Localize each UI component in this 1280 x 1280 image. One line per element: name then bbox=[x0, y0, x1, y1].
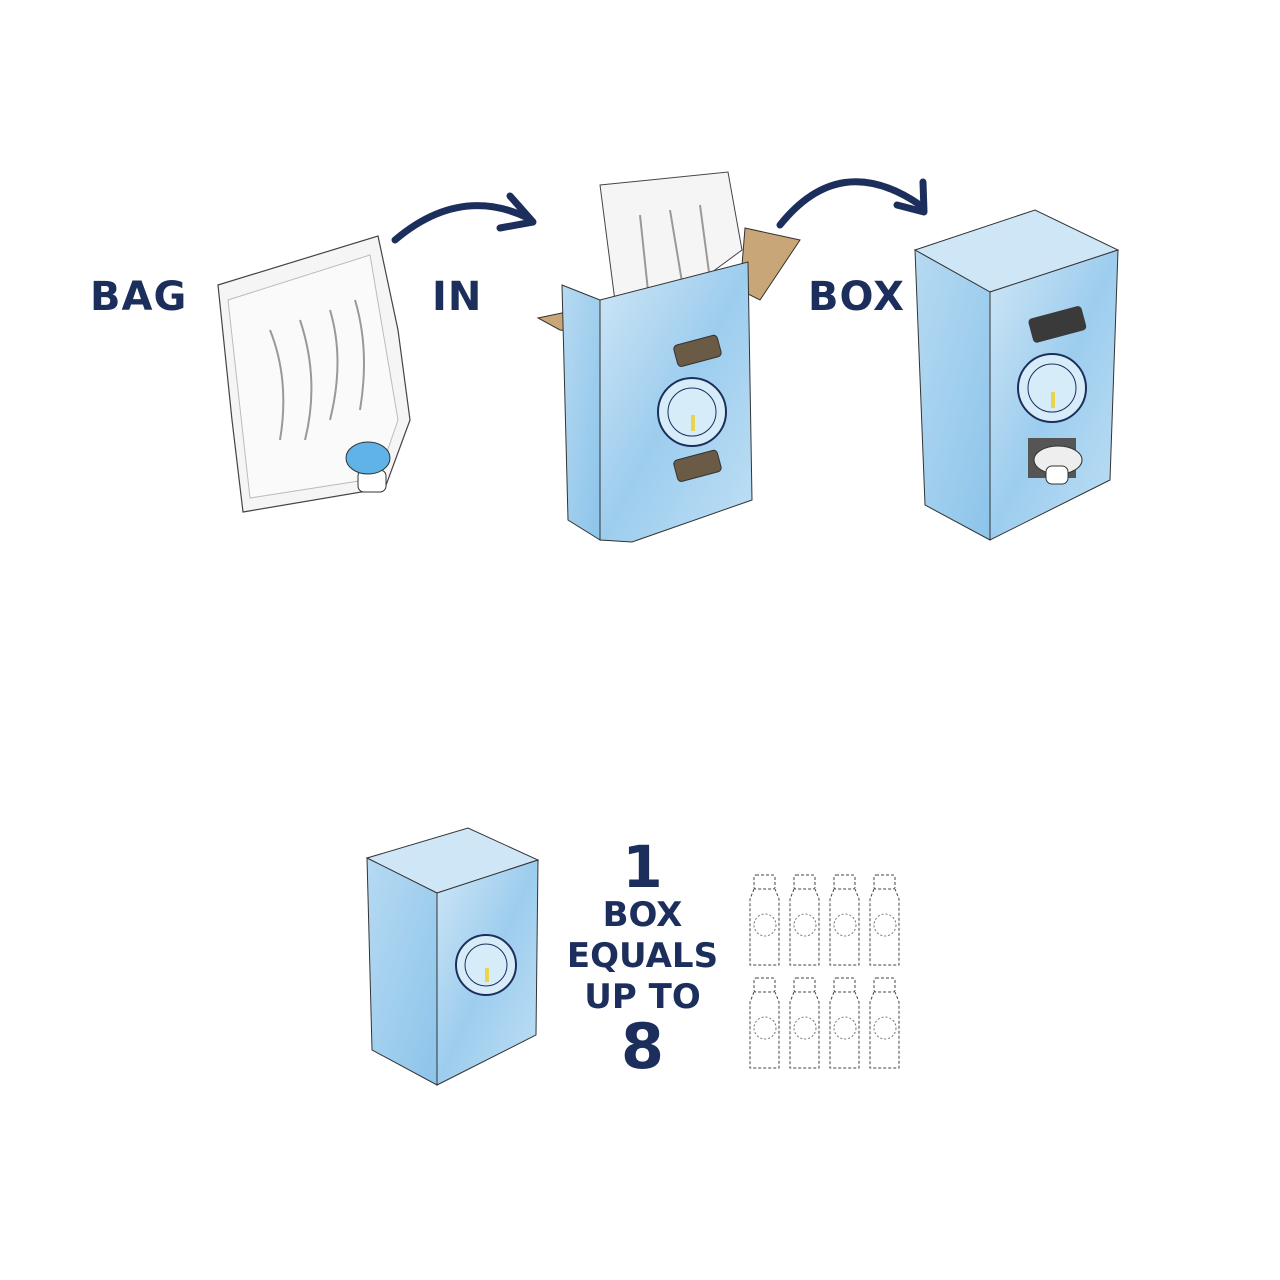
bubble-tree-logo bbox=[455, 934, 517, 996]
box-count: 1 bbox=[622, 833, 663, 901]
closed-box-illustration bbox=[913, 209, 1120, 541]
bottle-icon bbox=[869, 977, 900, 1069]
bottle-icon bbox=[829, 874, 860, 966]
box-label: BOX bbox=[808, 274, 905, 320]
arrow-icon bbox=[776, 178, 928, 229]
bottle-icon bbox=[749, 977, 780, 1069]
open-box-illustration bbox=[536, 171, 801, 543]
box-word: BOX bbox=[602, 895, 683, 935]
bottle-icon bbox=[789, 874, 820, 966]
small-box-illustration bbox=[365, 827, 540, 1086]
bottle-icon bbox=[789, 977, 820, 1069]
in-label: IN bbox=[432, 274, 483, 320]
bottle-grid bbox=[749, 874, 900, 1069]
bottle-icon bbox=[869, 874, 900, 966]
bubble-tree-logo bbox=[1017, 353, 1087, 423]
equals-word: EQUALS bbox=[566, 936, 719, 976]
bag-illustration bbox=[217, 235, 411, 513]
tap-icon bbox=[345, 441, 391, 493]
bubble-tree-logo bbox=[657, 377, 727, 447]
arrow-icon bbox=[391, 192, 537, 244]
bottle-icon bbox=[829, 977, 860, 1069]
bottle-count: 8 bbox=[620, 1010, 665, 1083]
bottle-icon bbox=[749, 874, 780, 966]
up-to-word: UP TO bbox=[584, 977, 701, 1017]
bag-label: BAG bbox=[90, 274, 188, 320]
tap-icon bbox=[1028, 438, 1083, 485]
